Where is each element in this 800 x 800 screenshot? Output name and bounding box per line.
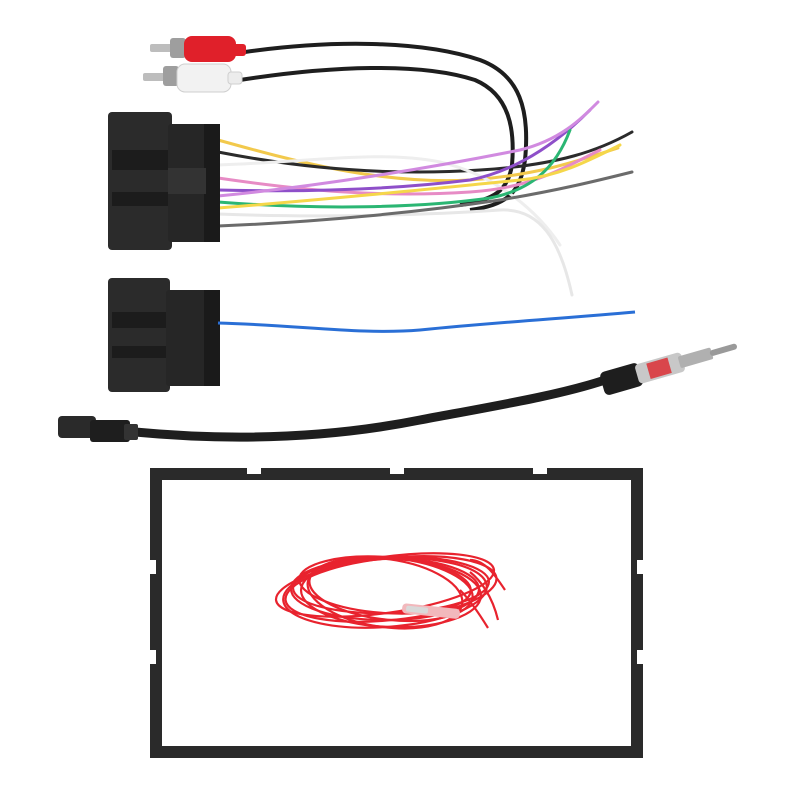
rca-plug-white	[143, 63, 243, 93]
harness-connector-small	[108, 278, 220, 392]
harness-wire	[216, 108, 592, 193]
red-wire-loop	[306, 556, 464, 630]
red-wire-coil	[274, 552, 506, 630]
harness-wire	[216, 155, 562, 247]
harness-wire	[216, 100, 600, 198]
red-wire-loop	[308, 555, 474, 623]
harness-wire	[216, 208, 574, 297]
dash-trim-frame	[148, 466, 645, 758]
red-wire-end	[459, 589, 489, 629]
antenna-cable	[130, 375, 610, 442]
harness-wire	[216, 143, 622, 210]
harness-connector-large	[108, 112, 220, 250]
harness-wire	[216, 128, 572, 209]
harness-wires	[216, 100, 634, 297]
rca-plug-red	[150, 36, 246, 62]
harness-wire	[216, 170, 634, 228]
harness-wire	[216, 148, 602, 196]
antenna-adapter	[58, 343, 738, 442]
red-wire-end	[469, 558, 506, 591]
rca-cable-white	[239, 66, 515, 207]
blue-wire	[217, 310, 636, 333]
wire-connector-terminal	[402, 603, 460, 619]
red-wire-end	[469, 571, 500, 621]
harness-wire	[216, 130, 634, 174]
